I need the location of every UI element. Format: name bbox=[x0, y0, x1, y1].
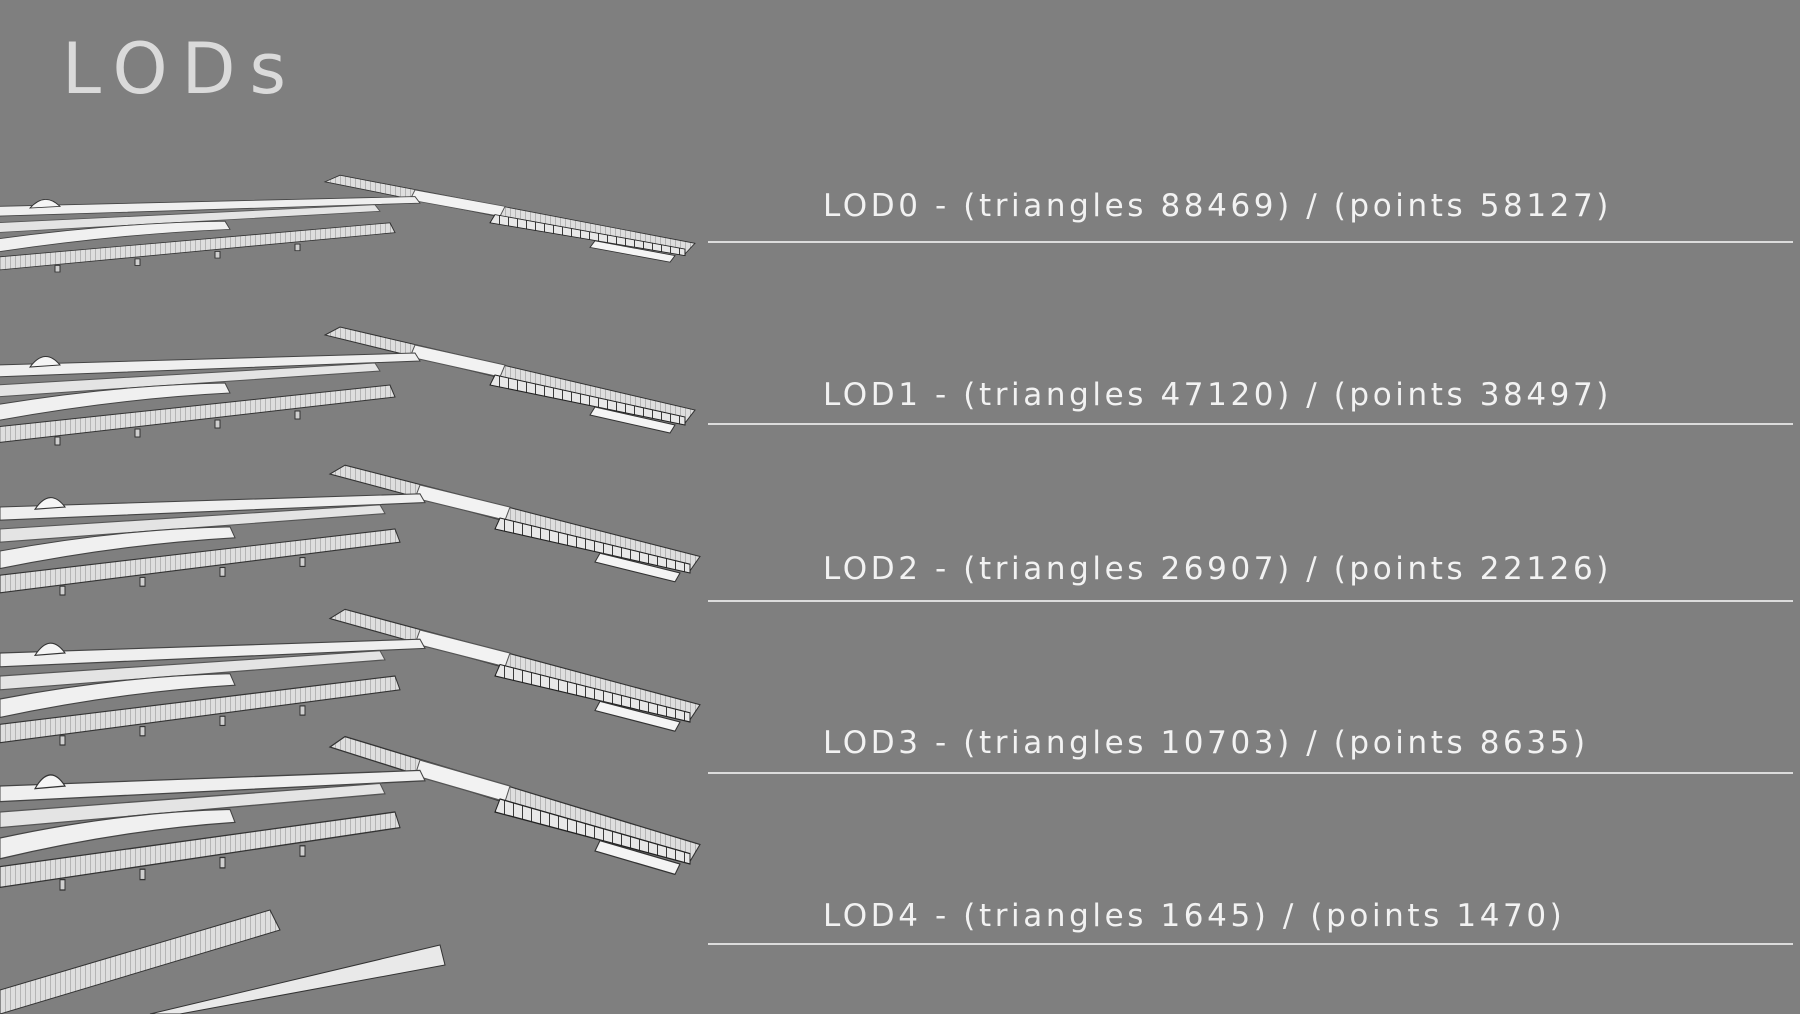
lod2-divider bbox=[708, 600, 1793, 602]
lod4-divider bbox=[708, 943, 1793, 945]
lod3-label: LOD3 - (triangles 10703) / (points 8635) bbox=[823, 725, 1589, 761]
building-model-render-icon bbox=[0, 174, 701, 1014]
lod4-label: LOD4 - (triangles 1645) / (points 1470) bbox=[823, 898, 1566, 934]
lod3-divider bbox=[708, 772, 1793, 774]
lod1-label: LOD1 - (triangles 47120) / (points 38497… bbox=[823, 377, 1613, 413]
lod0-divider bbox=[708, 241, 1793, 243]
page-title: LODs bbox=[62, 28, 300, 110]
lod1-divider bbox=[708, 423, 1793, 425]
lod2-label: LOD2 - (triangles 26907) / (points 22126… bbox=[823, 551, 1613, 587]
lod0-label: LOD0 - (triangles 88469) / (points 58127… bbox=[823, 188, 1613, 224]
lod-model-renders bbox=[0, 0, 720, 1014]
